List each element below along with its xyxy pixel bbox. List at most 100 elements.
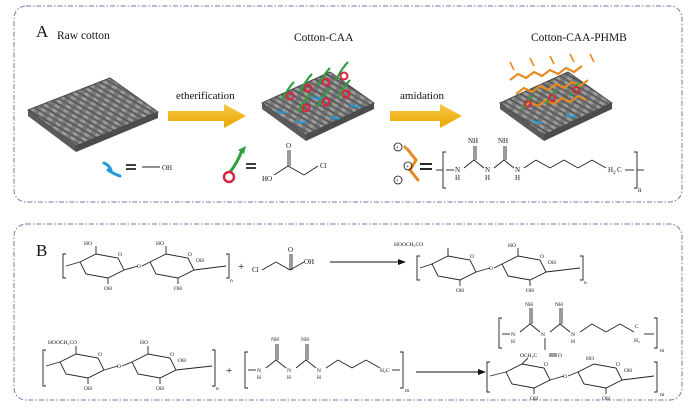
svg-text:C: C [635,324,639,330]
panel-b-frame [13,223,683,401]
svg-text:H₂: H₂ [634,338,640,344]
svg-text:n: n [230,278,233,284]
svg-text:OH: OH [530,396,538,402]
cotton-caa-phmb-heading: Cotton-CAA-PHMB [531,32,627,44]
svg-text:O: O [558,353,562,359]
caa-o-text: O [286,142,291,150]
svg-text:NH: NH [271,337,279,343]
caa-groups [281,61,351,113]
svg-text:H: H [571,339,575,345]
svg-text:HO: HO [586,356,594,362]
etherification-label: etherification [176,90,235,102]
plus-r1: + [238,261,244,273]
panel-a: A Raw cotton Cotton-CAA Cotton-CAA-PHMB … [13,5,683,203]
svg-text:+: + [396,146,400,152]
svg-text:N: N [541,332,545,338]
plus-r2: + [226,365,232,377]
phmb-h-a: H [455,174,460,182]
svg-text:O: O [118,252,122,258]
legend-hydroxyl: OH [102,161,172,178]
phmb-n-b: N [485,166,490,174]
svg-text:O: O [98,352,102,358]
svg-text:NH: NH [555,302,563,308]
svg-text:OCH₂C: OCH₂C [520,353,538,359]
phmb-h2c-h: H [608,166,613,174]
panel-a-label: A [36,22,49,41]
cellulose-unit-r1: HO HO OH O O O OH OH n [62,241,233,292]
raw-cotton-fabric [26,77,160,152]
caa-ho-text: HO [262,175,272,183]
svg-text:H: H [287,375,291,381]
panel-a-frame [13,5,683,203]
svg-text:m: m [660,392,665,398]
caa-cellulose-r1: HOOCH₂CO HO OH O O O OH OH n [394,242,587,294]
svg-text:O: O [288,246,293,254]
caa-cellulose-r2: HOOCH₂CO HO OH O O O OH OH n [42,340,219,392]
svg-text:O: O [563,374,567,380]
svg-text:O: O [616,362,620,368]
svg-text:OH: OH [624,368,632,374]
svg-text:O: O [170,352,174,358]
svg-text:N: N [257,368,261,374]
svg-text:H: H [257,375,261,381]
svg-text:H: H [317,375,321,381]
phmb-r2: NH NH N H N H N H H₂C m [244,337,410,394]
svg-text:OH: OH [602,396,610,402]
svg-text:OH: OH [196,258,204,264]
phmb-n-repeat: n [638,186,642,194]
svg-text:m: m [660,348,665,354]
reaction2-arrow [416,369,486,375]
svg-text:OH: OH [526,288,534,294]
hydroxyl-groups [275,95,361,124]
svg-text:HOOCH₂CO: HOOCH₂CO [48,340,77,346]
svg-text:NH: NH [525,302,533,308]
svg-text:OH: OH [456,288,464,294]
phmb-n-c: N [515,166,520,174]
svg-text:NH: NH [301,337,309,343]
svg-text:HOOCH₂CO: HOOCH₂CO [394,242,423,248]
svg-text:O: O [470,254,474,260]
caa-cl-text: Cl [320,162,327,170]
panel-b-label: B [36,241,47,260]
phmb-n-a: N [455,166,460,174]
svg-text:OH: OH [178,358,186,364]
svg-text:O: O [137,264,141,270]
svg-text:N: N [571,332,575,338]
phmb-h-c: H [515,174,520,182]
svg-text:N: N [317,368,321,374]
phmb-grafted-cellulose: NH NH N H N N H C H₂ m OCH₂C O [486,302,665,402]
amidation-label: amidation [400,90,444,102]
svg-text:OH: OH [304,258,314,266]
svg-text:OH: OH [84,386,92,392]
cotton-caa-phmb-fabric [499,53,613,141]
panel-b: B HO HO OH O O O OH OH n + [13,223,683,402]
raw-cotton-heading: Raw cotton [57,30,110,42]
phmb-h-b: H [485,174,490,182]
svg-text:H₂C: H₂C [380,368,390,374]
svg-text:O: O [188,252,192,258]
phmb-nh1: NH [468,137,478,145]
amidation-arrow [390,104,462,128]
svg-text:+: + [396,179,400,185]
svg-text:m: m [405,388,410,394]
legend-oh-text: OH [162,164,172,172]
reaction1-arrow [330,259,406,265]
svg-text:OH: OH [156,386,164,392]
svg-text:O: O [117,364,121,370]
svg-text:HO: HO [84,241,92,247]
svg-text:N: N [511,332,515,338]
svg-text:O: O [540,254,544,260]
svg-text:n: n [216,386,219,392]
legend-phmb: + + + [393,137,644,194]
svg-text:O: O [489,266,493,272]
etherification-arrow [168,104,246,128]
svg-text:N: N [287,368,291,374]
svg-text:+: + [406,165,410,171]
svg-text:Cl: Cl [252,266,259,274]
caa-groups-bound [521,81,581,124]
svg-text:H: H [511,339,515,345]
svg-text:OH: OH [548,260,556,266]
chloroacetic-acid: Cl O OH [252,246,314,274]
phmb-nh2: NH [498,137,508,145]
